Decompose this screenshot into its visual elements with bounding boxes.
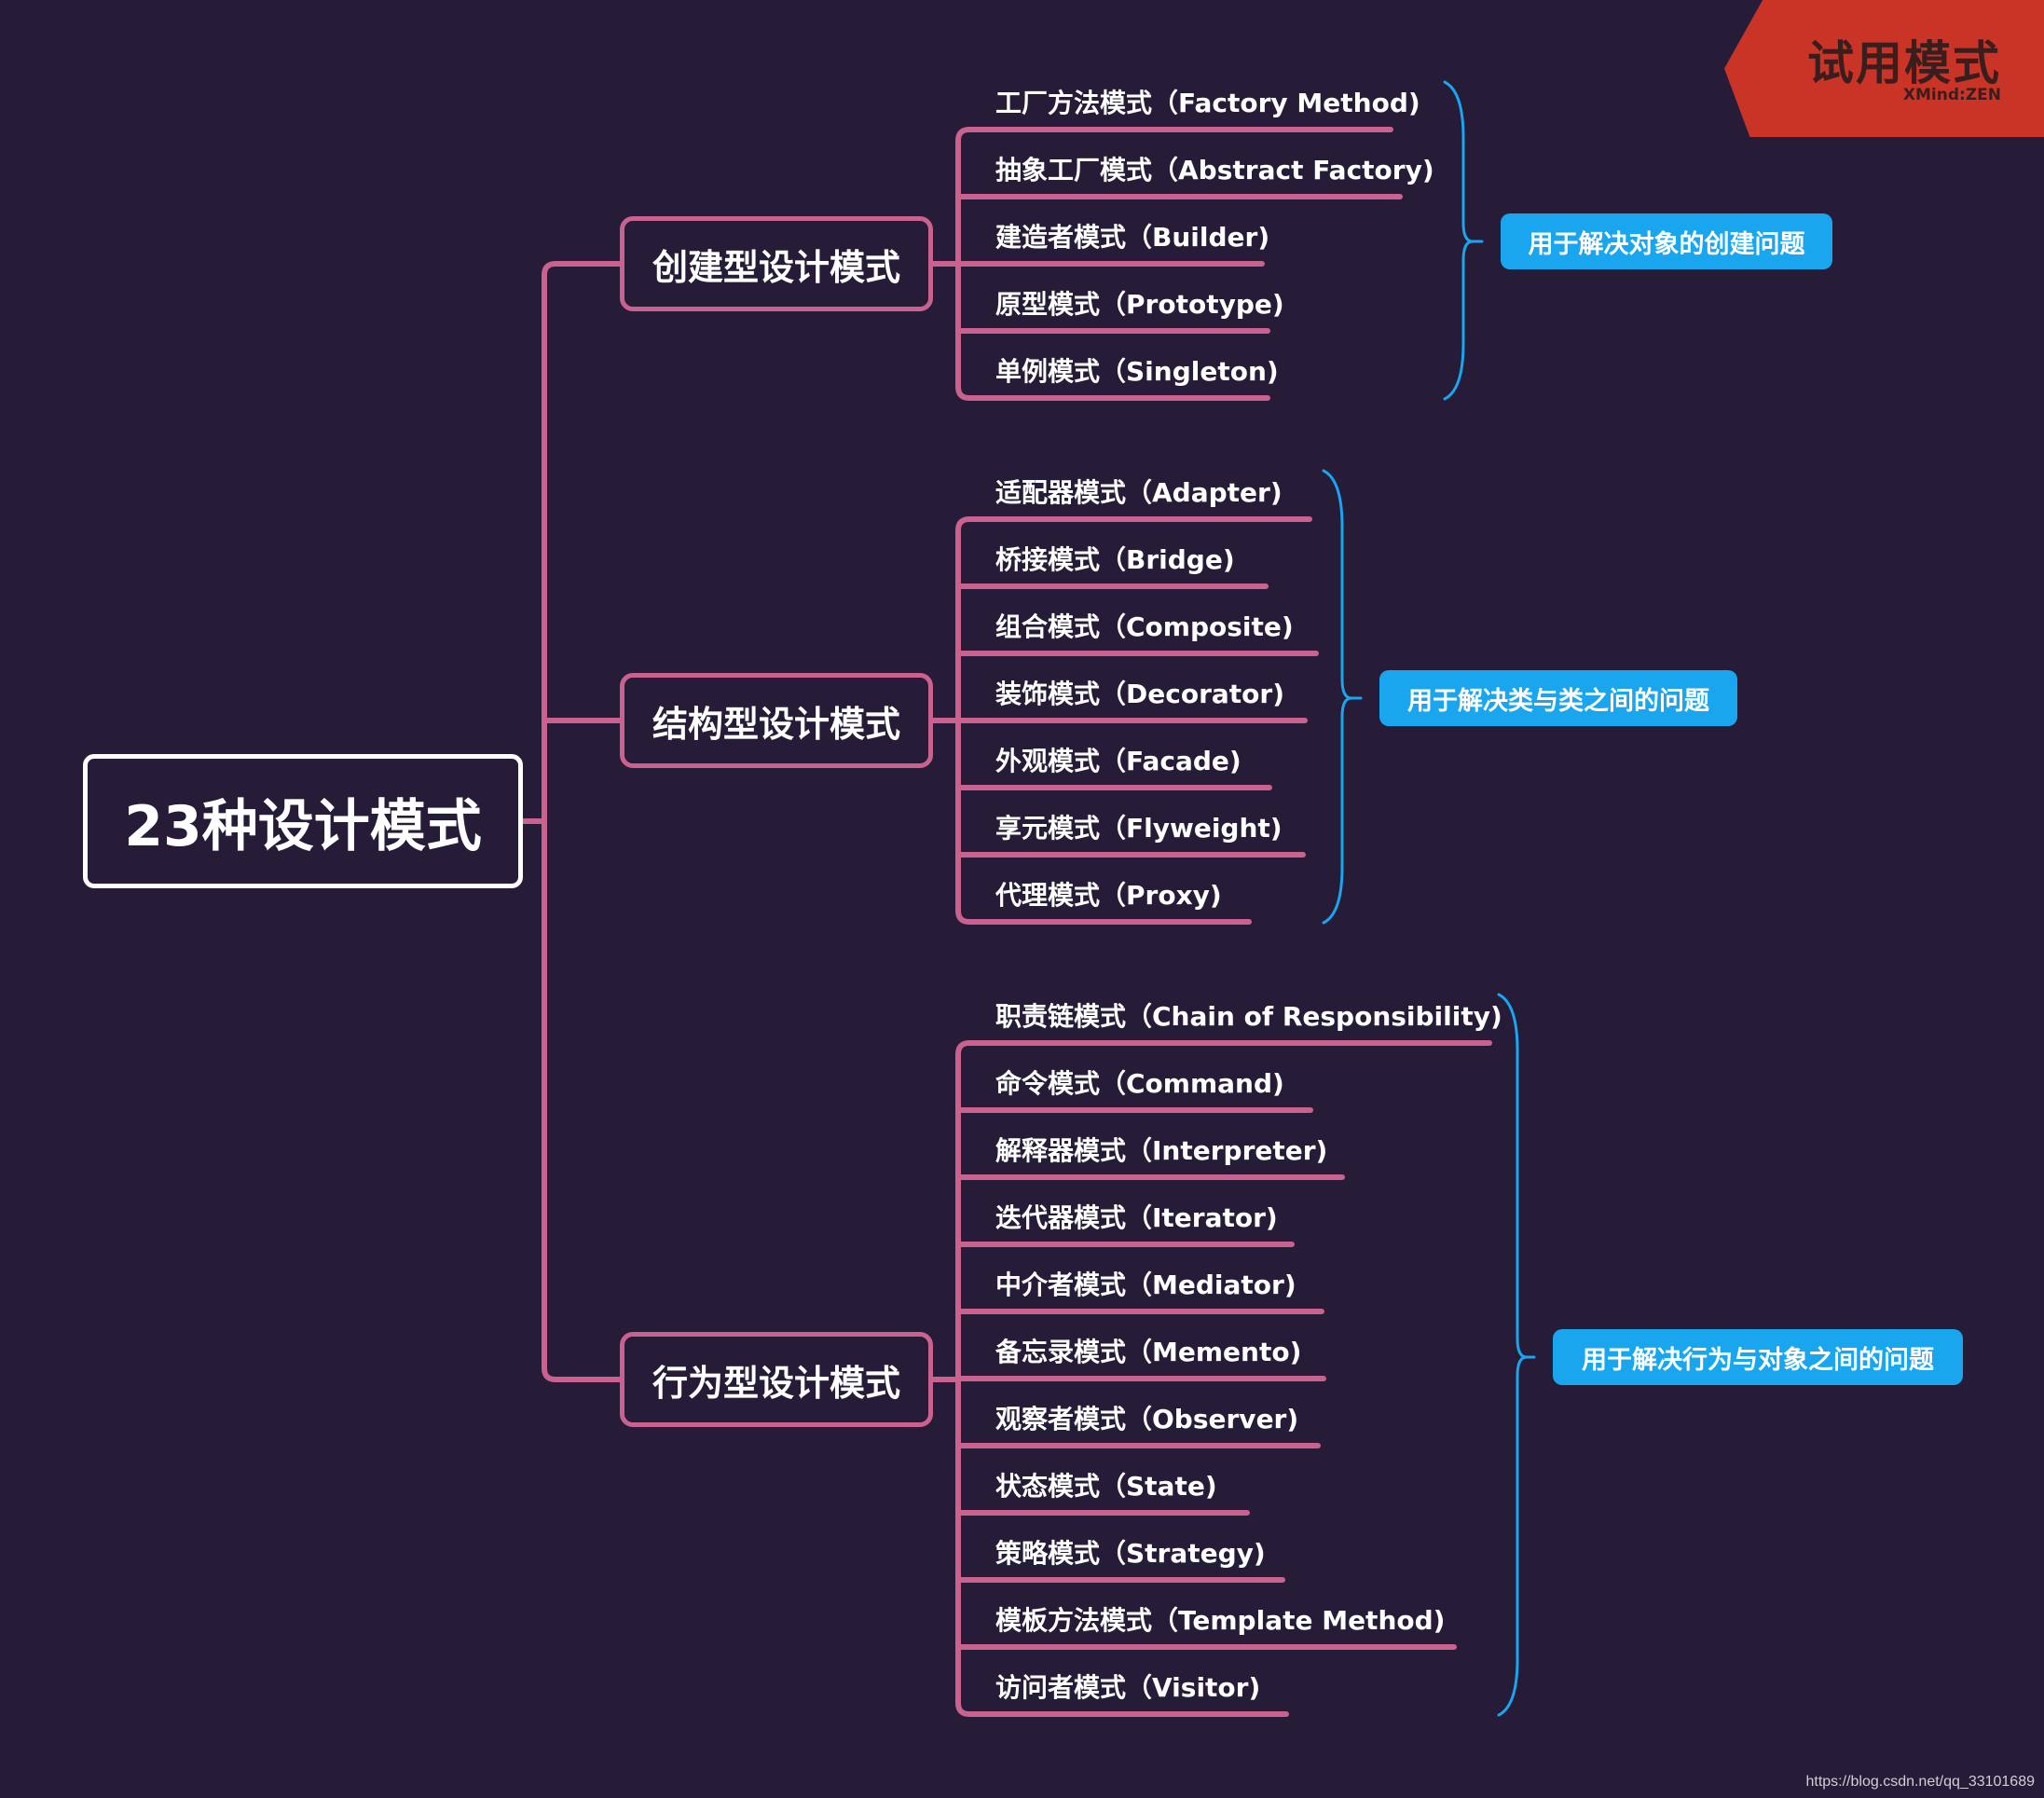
category-label: 结构型设计模式: [652, 703, 900, 745]
leaf-chain-of-responsibility[interactable]: 职责链模式（Chain of Responsibility): [995, 1001, 1502, 1032]
brand-label: XMind:ZEN: [1902, 86, 2001, 104]
leaf-underline: [955, 1700, 1289, 1717]
source-watermark: https://blog.csdn.net/qq_33101689: [1805, 1774, 2035, 1790]
leaf-iterator[interactable]: 迭代器模式（Iterator): [995, 1202, 1278, 1233]
leaf-command[interactable]: 命令模式（Command): [995, 1068, 1284, 1099]
summary-brace: [1443, 80, 1474, 401]
category-structural[interactable]: 结构型设计模式: [620, 673, 933, 768]
leaf-prototype[interactable]: 原型模式（Prototype): [995, 289, 1284, 320]
trunk-connector: [542, 261, 623, 1382]
category-label: 创建型设计模式: [652, 246, 900, 288]
leaf-builder[interactable]: 建造者模式（Builder): [995, 222, 1270, 253]
leaf-abstract-factory[interactable]: 抽象工厂模式（Abstract Factory): [995, 155, 1434, 185]
leaf-observer[interactable]: 观察者模式（Observer): [995, 1404, 1299, 1434]
leaf-singleton[interactable]: 单例模式（Singleton): [995, 356, 1279, 387]
leaf-memento[interactable]: 备忘录模式（Memento): [995, 1337, 1302, 1367]
leaf-bridge[interactable]: 桥接模式（Bridge): [995, 544, 1235, 575]
leaf-strategy[interactable]: 策略模式（Strategy): [995, 1538, 1266, 1569]
leaf-proxy[interactable]: 代理模式（Proxy): [995, 880, 1222, 911]
leaf-state[interactable]: 状态模式（State): [995, 1471, 1217, 1502]
leaf-facade[interactable]: 外观模式（Facade): [995, 746, 1241, 776]
leaf-composite[interactable]: 组合模式（Composite): [995, 611, 1294, 642]
root-topic[interactable]: 23种设计模式: [83, 754, 523, 888]
summary-behavioral[interactable]: 用于解决行为与对象之间的问题: [1553, 1329, 1963, 1385]
leaf-interpreter[interactable]: 解释器模式（Interpreter): [995, 1135, 1328, 1166]
summary-creational[interactable]: 用于解决对象的创建问题: [1501, 213, 1832, 269]
leaf-underline: [955, 384, 1270, 401]
leaf-factory-method[interactable]: 工厂方法模式（Factory Method): [995, 88, 1420, 118]
leaf-adapter[interactable]: 适配器模式（Adapter): [995, 477, 1283, 508]
leaf-underline: [955, 908, 1252, 925]
leaf-visitor[interactable]: 访问者模式（Visitor): [995, 1672, 1261, 1703]
leaf-decorator[interactable]: 装饰模式（Decorator): [995, 679, 1284, 709]
leaf-underline: [955, 1040, 1492, 1057]
leaf-underline: [955, 127, 1393, 144]
category-creational[interactable]: 创建型设计模式: [620, 216, 933, 311]
trial-mode-ribbon[interactable]: 试用模式 XMind:ZEN: [1724, 0, 2044, 137]
trial-mode-title: 试用模式: [1807, 36, 2001, 90]
leaf-mediator[interactable]: 中介者模式（Mediator): [995, 1270, 1296, 1300]
summary-brace: [1497, 993, 1528, 1717]
leaf-underline: [955, 516, 1312, 533]
root-topic-label: 23种设计模式: [124, 793, 482, 859]
leaf-template-method[interactable]: 模板方法模式（Template Method): [995, 1605, 1446, 1636]
category-label: 行为型设计模式: [652, 1362, 900, 1404]
leaf-flyweight[interactable]: 享元模式（Flyweight): [995, 813, 1283, 844]
summary-structural[interactable]: 用于解决类与类之间的问题: [1379, 670, 1737, 726]
summary-brace: [1322, 469, 1352, 925]
category-behavioral[interactable]: 行为型设计模式: [620, 1332, 933, 1427]
